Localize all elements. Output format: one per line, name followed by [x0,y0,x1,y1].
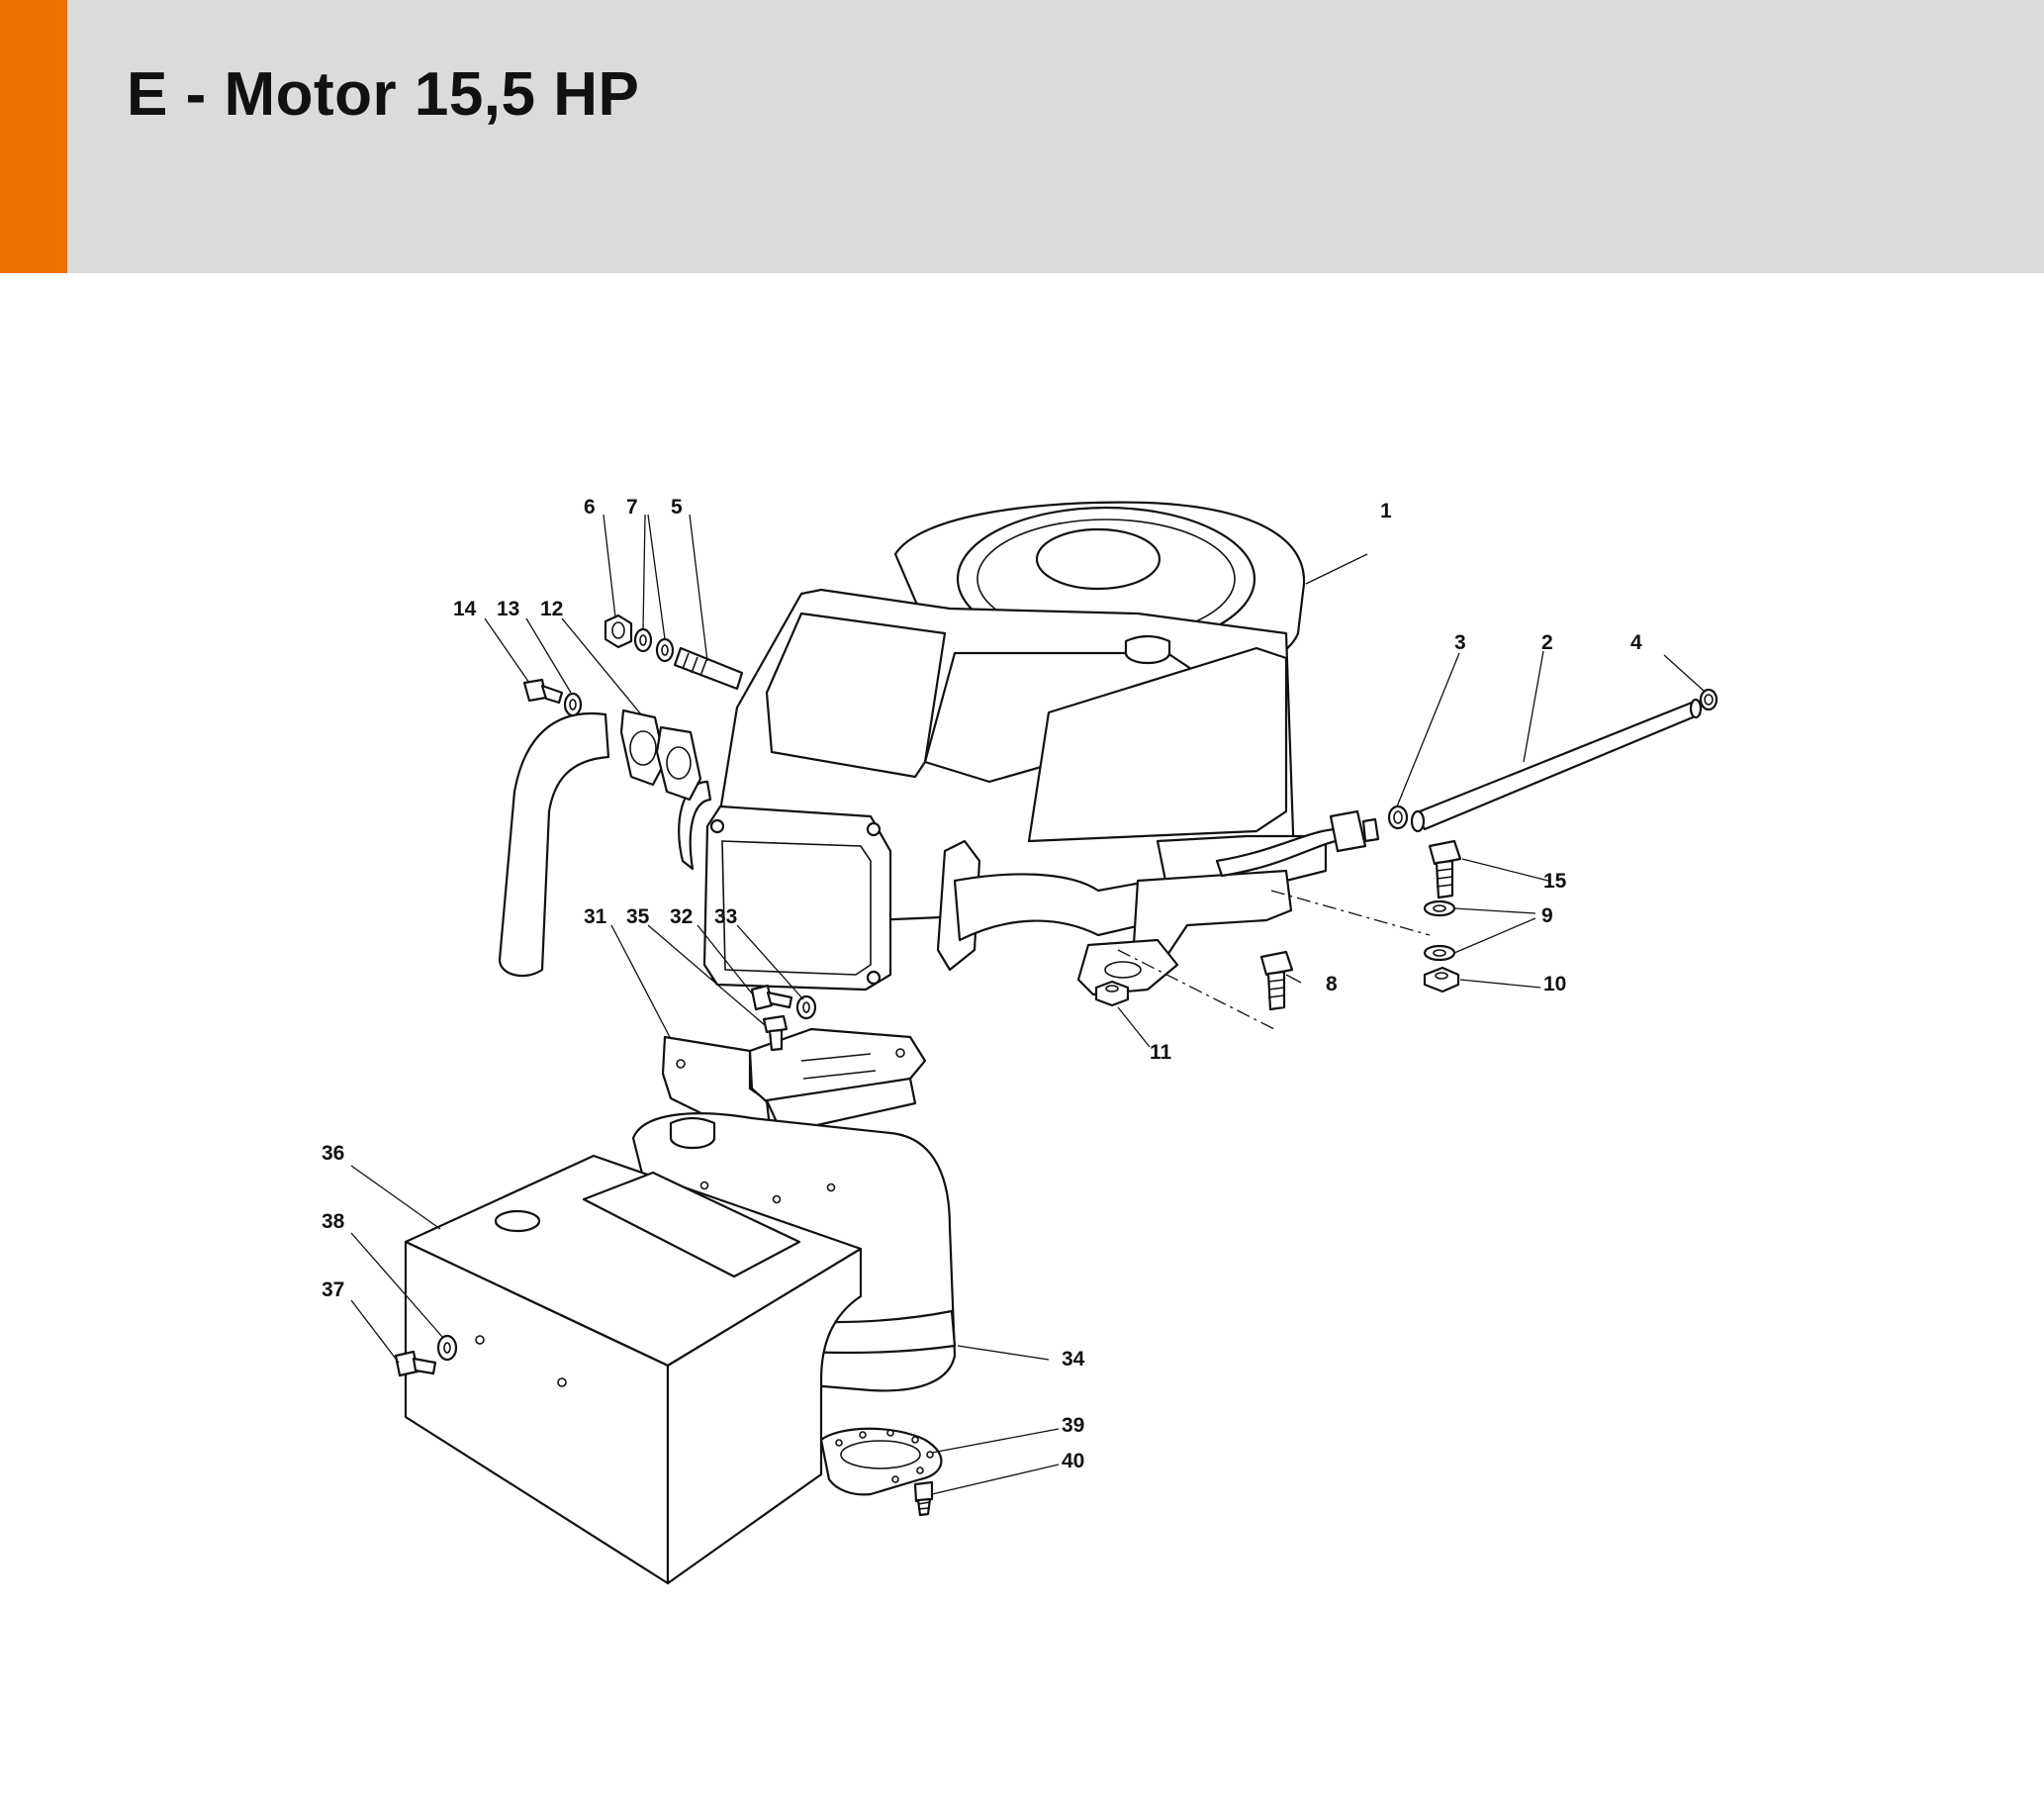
washer-7b [655,637,675,663]
screw-14 [522,678,564,705]
callout-10: 10 [1543,973,1566,995]
nut-6 [604,614,633,649]
screw-35 [762,1014,789,1052]
washer-13 [563,692,583,717]
header-bar: E - Motor 15,5 HP [0,0,2044,273]
washer-7a [633,627,653,653]
washer-33 [795,994,817,1020]
nut-11 [1094,980,1130,1007]
callout-3: 3 [1454,631,1466,654]
callout-33: 33 [714,905,737,928]
callout-38: 38 [322,1210,345,1233]
washer-38 [436,1334,458,1362]
hose-clamp-3 [1387,804,1409,830]
alignment-line-b [1117,949,1275,1030]
screw-40 [913,1480,934,1517]
callout-39: 39 [1062,1414,1084,1437]
callout-14: 14 [453,598,477,620]
callout-8: 8 [1326,973,1338,995]
engine [678,501,1380,996]
callout-15: 15 [1543,870,1567,893]
accent-bar [0,0,67,273]
alignment-line-a [1270,890,1431,936]
hose-clamp-4 [1699,688,1719,711]
callout-12: 12 [540,598,563,620]
bolt-15 [1428,839,1462,899]
callout-40: 40 [1062,1450,1084,1472]
callout-1: 1 [1380,500,1392,522]
screw-37 [394,1350,437,1377]
exhaust-gasket-12b [655,725,702,802]
callout-2: 2 [1541,631,1553,654]
stud-5 [673,646,744,691]
callout-11: 11 [1150,1041,1172,1064]
tailpipe-plate [819,1427,943,1496]
callout-35: 35 [626,905,650,928]
callout-13: 13 [497,598,519,620]
muffler-bracket [661,1027,927,1140]
callout-36: 36 [322,1142,344,1165]
fuel-hose [1410,698,1703,833]
callout-9: 9 [1541,904,1553,927]
callout-34: 34 [1062,1348,1085,1371]
nut-10 [1423,966,1460,993]
bolt-8 [1259,950,1294,1011]
bolt-32 [750,984,793,1011]
lock-washer-9a [1423,899,1456,917]
exhaust-pipe [498,711,610,978]
lock-washer-9b [1423,944,1456,962]
heat-shield [404,1154,863,1585]
page-title: E - Motor 15,5 HP [127,60,640,129]
callout-32: 32 [670,905,693,928]
callout-37: 37 [322,1278,344,1301]
exhaust-gasket-12a [619,709,667,787]
leader-lines [350,514,1705,1495]
callout-5: 5 [671,496,683,519]
callout-7: 7 [626,496,638,519]
callout-6: 6 [584,496,596,519]
callout-labels: 1 2 3 4 5 6 7 8 9 10 11 12 13 14 15 31 3… [322,496,1642,1472]
callout-4: 4 [1630,631,1642,654]
callout-31: 31 [584,905,607,928]
